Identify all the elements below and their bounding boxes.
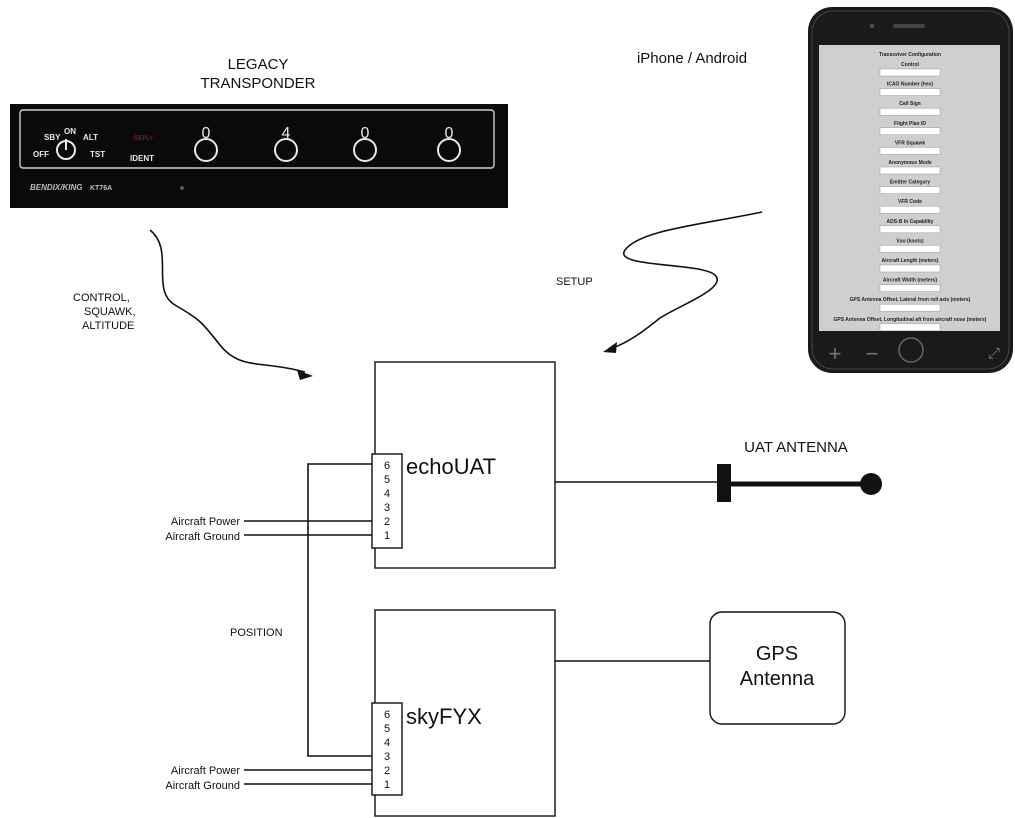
config-field-label: GPS Antenna Offset, Longitudinal aft fro… — [834, 317, 987, 323]
config-field-label: Control — [901, 62, 919, 68]
config-field-input[interactable] — [879, 284, 941, 292]
control-label-line3: ALTITUDE — [82, 320, 134, 332]
mode-knob[interactable] — [56, 139, 76, 160]
config-field-input[interactable] — [879, 303, 941, 312]
config-field-input[interactable] — [879, 88, 941, 96]
skyfyx-name: skyFYX — [406, 704, 482, 729]
config-field-input[interactable] — [879, 186, 941, 194]
skyfyx-pin-4: 4 — [384, 737, 390, 749]
transponder-title-line1: LEGACY — [228, 56, 289, 73]
echouat-pin-3: 3 — [384, 502, 390, 514]
sky-ground-label: Aircraft Ground — [165, 780, 240, 792]
knob-label-tst: TST — [90, 150, 105, 159]
config-field-input[interactable] — [879, 264, 941, 273]
echouat-pin-6: 6 — [384, 460, 390, 472]
knob-label-off: OFF — [33, 150, 49, 159]
config-field-label: VFR Code — [898, 199, 922, 205]
config-field-label: GPS Antenna Offset, Lateral from roll ax… — [850, 297, 971, 303]
expand-icon[interactable]: ⤢ — [988, 345, 1001, 362]
config-field-input[interactable] — [879, 68, 941, 77]
zoom-out-icon[interactable]: − — [866, 341, 879, 366]
gps-label-line2: Antenna — [740, 668, 815, 690]
gps-antenna-box — [709, 611, 846, 725]
camera-icon — [870, 24, 874, 28]
squawk-knob-2[interactable]: 4 — [274, 125, 298, 162]
skyfyx-pin-5: 5 — [384, 723, 390, 735]
transponder-model: KT76A — [90, 185, 112, 192]
echouat-pin-2: 2 — [384, 516, 390, 528]
config-field-label: Flight Plan ID — [894, 121, 926, 127]
echouat-name: echoUAT — [406, 454, 496, 479]
echo-ground-label: Aircraft Ground — [165, 531, 240, 543]
setup-arrow — [603, 211, 763, 353]
sky-power-label: Aircraft Power — [171, 765, 240, 777]
skyfyx-pin-2: 2 — [384, 765, 390, 777]
screen-title: Transceiver Configuration — [879, 52, 941, 58]
config-field-label: Vso (knots) — [896, 238, 924, 244]
transponder-brand: BENDIX/KING — [30, 183, 82, 192]
skyfyx-pin-6: 6 — [384, 709, 390, 721]
config-field-input[interactable] — [879, 147, 941, 155]
config-field-label: Aircraft Width (meters) — [883, 278, 937, 284]
squawk-digit-4: 0 — [445, 125, 454, 142]
config-field-label: Anonymous Mode — [888, 160, 932, 166]
echouat-pin-4: 4 — [384, 488, 390, 500]
position-label: POSITION — [230, 627, 283, 639]
squawk-digit-1: 0 — [202, 125, 211, 142]
speaker-grille — [893, 24, 925, 28]
echouat-pin-5: 5 — [384, 474, 390, 486]
control-label-line1: CONTROL, — [73, 292, 130, 304]
config-field-input[interactable] — [879, 323, 941, 332]
config-field-input[interactable] — [879, 127, 941, 136]
ident-button-label[interactable]: IDENT — [130, 154, 154, 163]
config-field-label: Call Sign — [899, 101, 920, 107]
position-wire — [307, 463, 372, 757]
config-field-input[interactable] — [879, 166, 941, 175]
home-button[interactable] — [898, 337, 924, 363]
control-label-line2: SQUAWK, — [84, 306, 136, 318]
squawk-knob-3[interactable]: 0 — [353, 125, 377, 162]
squawk-digit-2: 4 — [282, 125, 291, 142]
echouat-pin-1: 1 — [384, 530, 390, 542]
config-field-label: ICAO Number (hex) — [887, 82, 933, 88]
config-field-input[interactable] — [879, 245, 941, 253]
echo-power-label: Aircraft Power — [171, 516, 240, 528]
config-field-label: Emitter Category — [890, 180, 931, 186]
phone-label: iPhone / Android — [637, 50, 747, 67]
setup-label: SETUP — [556, 276, 593, 288]
knob-label-on: ON — [64, 127, 76, 136]
gps-label-line1: GPS — [756, 643, 798, 665]
knob-label-sby: SBY — [44, 133, 61, 142]
skyfyx-pin-1: 1 — [384, 779, 390, 791]
control-arrow — [149, 229, 313, 380]
squawk-knob-1[interactable]: 0 — [194, 125, 218, 162]
panel-screw — [180, 186, 184, 190]
skyfyx-box — [371, 609, 556, 817]
config-field-label: ADS-B In Capability — [887, 219, 934, 225]
skyfyx-pin-3: 3 — [384, 751, 390, 763]
reply-indicator: REPLY — [134, 136, 153, 142]
transponder-panel: SBY ON ALT OFF TST REPLY IDENT 0 4 0 0 B… — [10, 104, 508, 208]
config-field-input[interactable] — [879, 107, 941, 116]
zoom-in-icon[interactable]: + — [829, 341, 842, 366]
transponder-title-line2: TRANSPONDER — [200, 75, 315, 92]
squawk-knob-4[interactable]: 0 — [437, 125, 461, 162]
config-field-label: Aircraft Length (meters) — [882, 258, 939, 264]
knob-label-alt: ALT — [83, 133, 98, 142]
config-field-input[interactable] — [879, 205, 941, 214]
uat-antenna — [717, 464, 882, 502]
config-field-label: VFR Squawk — [895, 140, 926, 146]
squawk-digit-3: 0 — [361, 125, 370, 142]
uat-antenna-label: UAT ANTENNA — [744, 439, 848, 456]
config-field-input[interactable] — [879, 225, 941, 234]
echouat-box — [371, 361, 556, 569]
